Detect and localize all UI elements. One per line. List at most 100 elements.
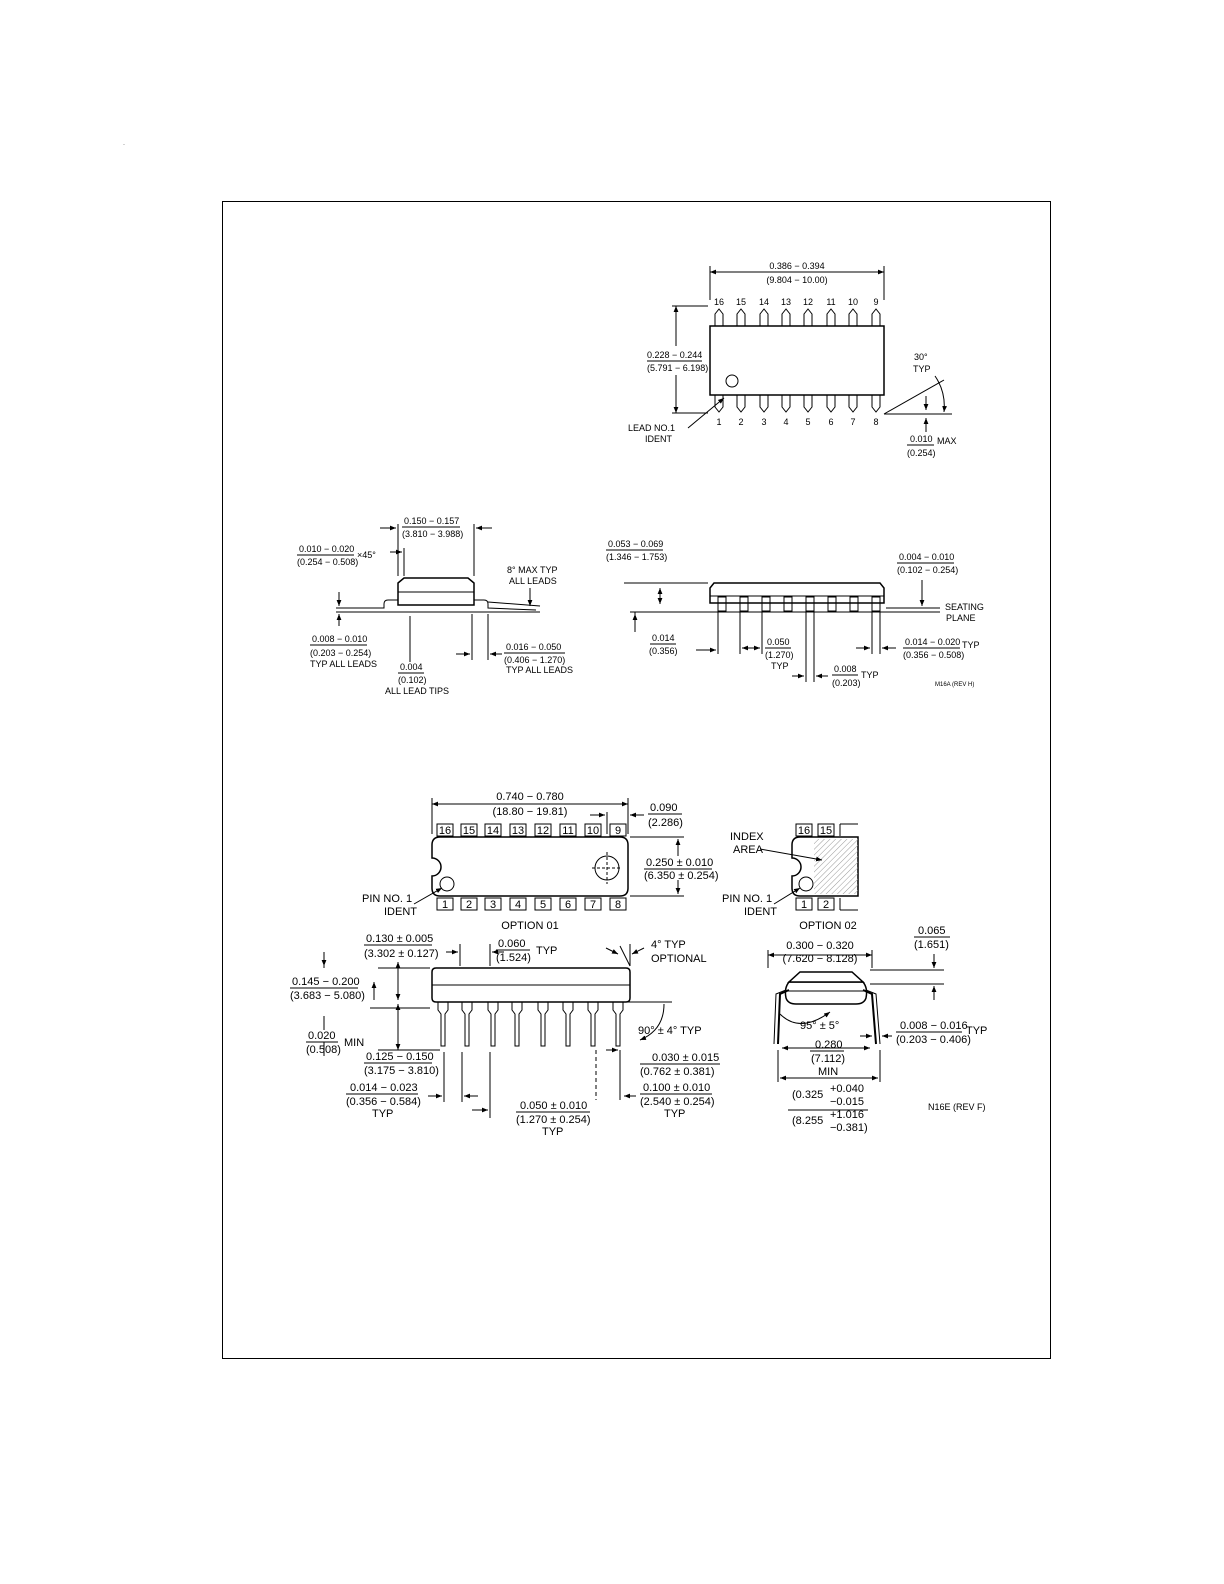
soic-angle-line1: 30°	[914, 352, 928, 362]
soic-top-pin-number: 16	[714, 297, 724, 307]
soic-top-pin-number: 10	[848, 297, 858, 307]
dip-top-pin	[509, 823, 527, 837]
end-min-note: MIN	[818, 1066, 838, 1078]
dip-shoulder-mm: (1.524)	[496, 952, 531, 964]
side-leadw-mm: (0.356 − 0.508)	[903, 650, 964, 660]
opt2-pin1-num: 1	[801, 899, 807, 911]
dip-side-lead	[511, 1002, 523, 1047]
dip-h2-in: 0.145 − 0.200	[292, 976, 360, 988]
tips-in: 0.004	[400, 662, 423, 672]
soic-body	[709, 325, 885, 396]
dip-shoulder-note: TYP	[536, 945, 557, 957]
soic-bottom-leads	[714, 395, 881, 413]
soic-bottom-pin-number: 6	[828, 417, 833, 427]
lead-ident-line2: IDENT	[645, 434, 673, 444]
gap-mm: (0.203)	[832, 678, 861, 688]
soic-end-body-mm: (3.810 − 3.988)	[402, 529, 463, 539]
dip-min-note: MIN	[344, 1037, 364, 1049]
dip-bottom-pin	[509, 897, 527, 911]
soic-top-pin-number: 13	[781, 297, 791, 307]
end-leadthk-mm: (0.203 − 0.406)	[896, 1034, 971, 1046]
dip-length-in: 0.740 − 0.780	[496, 791, 564, 803]
end-width-mm: (7.620 − 8.128)	[783, 953, 858, 965]
corner-mark: ·	[123, 142, 125, 148]
dip-bottom-pin	[484, 897, 502, 911]
pin1-line1: PIN NO. 1	[362, 893, 412, 905]
lead-thk-in: 0.008 − 0.010	[312, 634, 367, 644]
soic-bottom-pin-number: 7	[850, 417, 855, 427]
dip-bottom-pin	[460, 897, 478, 911]
lead-ident-line1: LEAD NO.1	[628, 423, 675, 433]
soic-bottom-pin-number: 8	[873, 417, 878, 427]
soic-side-lead	[805, 596, 815, 612]
standoff-in: 0.004 − 0.010	[899, 552, 954, 562]
span-in-plus: +0.040	[830, 1083, 864, 1095]
dip-angle: 90° ± 4° TYP	[638, 1025, 702, 1037]
dip-bottom-pin-number: 8	[615, 899, 621, 911]
soic-top-lead	[759, 308, 769, 326]
end-min-in: 0.280	[815, 1039, 843, 1051]
soic-max-label: MAX	[937, 436, 957, 446]
soic-max-in: 0.010	[910, 434, 933, 444]
soic-bottom-lead	[871, 395, 881, 413]
dip-width-mm: (6.350 ± 0.254)	[644, 870, 719, 882]
dip-side-lead	[587, 1002, 599, 1047]
dip-bottom-pin-number: 2	[466, 899, 472, 911]
span-mm-minus: −0.381)	[830, 1122, 868, 1134]
dip-option-02: 16 15 1 2 INDEX AREA PIN NO. 1 IDENT OPT…	[722, 823, 859, 932]
dip-end-lead-right	[862, 989, 877, 1045]
dip-bottom-pin-number: 5	[540, 899, 546, 911]
soic-side-lead	[739, 596, 749, 612]
dip-top-pin	[559, 823, 577, 837]
side-min-in: 0.014	[652, 633, 675, 643]
lead-1-ident-dot	[725, 374, 739, 388]
opt2-pin15-num: 15	[820, 825, 832, 837]
dip-tip-in: 0.030 ± 0.015	[652, 1052, 719, 1064]
dip-width-in: 0.250 ± 0.010	[646, 857, 713, 869]
lead-thk-note: TYP ALL LEADS	[310, 659, 377, 669]
side-pitch-mm: (1.270)	[765, 650, 794, 660]
side-min-mm: (0.356)	[649, 646, 678, 656]
dip-side-lead	[437, 1002, 449, 1047]
soic-end-lead-left	[336, 599, 398, 609]
dip-length-mm: (18.80 − 19.81)	[493, 806, 568, 818]
pin1-ident-dot	[439, 876, 455, 892]
soic-top-leads	[714, 308, 881, 326]
end-leadthk-in: 0.008 − 0.016	[900, 1020, 968, 1032]
dip-body	[431, 836, 629, 897]
dip-bottom-pin-number: 7	[590, 899, 596, 911]
dip-pitch-in: 0.100 ± 0.010	[643, 1082, 710, 1094]
index-line2: AREA	[733, 844, 764, 856]
soic-bottom-lead	[848, 395, 858, 413]
end-angle: 95° ± 5°	[800, 1020, 839, 1032]
dip-end-view: 0.300 − 0.320 (7.620 − 8.128) 0.065 (1.6…	[767, 925, 987, 1134]
soic-length-mm: (9.804 − 10.00)	[766, 275, 827, 285]
span-in-minus: −0.015	[830, 1096, 864, 1108]
dip-top-pin	[436, 823, 454, 837]
dip-bottom-pin-number: 4	[515, 899, 521, 911]
dip-top-pin-number: 15	[463, 825, 475, 837]
soic-bottom-lead	[714, 395, 724, 413]
dip-drawing-id: N16E (REV F)	[928, 1102, 986, 1112]
side-height-in: 0.053 − 0.069	[608, 539, 663, 549]
opt2-pin-15	[817, 823, 835, 837]
dip-leadw-in: 0.014 − 0.023	[350, 1082, 418, 1094]
dip-shoulder-in: 0.060	[498, 938, 526, 950]
dip-top-pin	[609, 823, 627, 837]
dip-tip-mm: (0.762 ± 0.381)	[640, 1066, 715, 1078]
dip-side-lead	[562, 1002, 574, 1047]
soic-side-lead	[827, 596, 837, 612]
soic-bottom-lead	[781, 395, 791, 413]
opt2-pin1-line1: PIN NO. 1	[722, 893, 772, 905]
span-mm-base: (8.255	[792, 1115, 823, 1127]
soic-side-lead	[871, 596, 881, 612]
dip-draft-line2: OPTIONAL	[651, 953, 707, 965]
dip-side-lead	[461, 1002, 473, 1047]
span-mm-plus: +1.016	[830, 1109, 864, 1121]
option2-pin1-dot	[798, 876, 814, 892]
dip-top-pin-number: 12	[537, 825, 549, 837]
dip-top-pin	[534, 823, 552, 837]
